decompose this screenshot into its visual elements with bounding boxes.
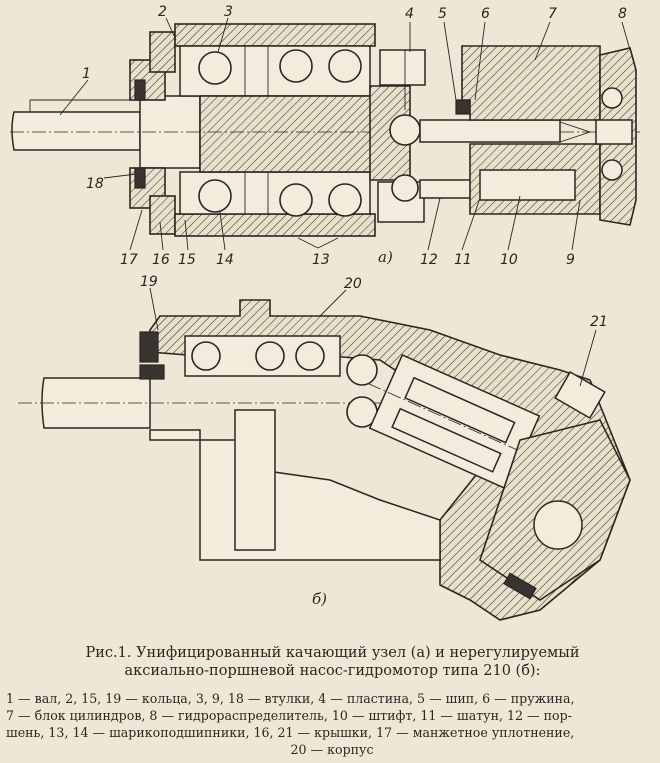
figure-legend: 1 — вал, 2, 15, 19 — кольца, 3, 9, 18 — … — [6, 690, 658, 758]
ball-bearings-b — [184, 335, 378, 428]
callout-8: 8 — [618, 6, 627, 22]
piston-assembly-b — [367, 353, 551, 491]
technical-drawing: 1 2 3 4 5 6 7 8 18 17 16 15 14 13 а) 12 … — [10, 4, 640, 621]
callout-5: 5 — [438, 6, 447, 22]
callout-6: 6 — [481, 6, 490, 22]
callout-19: 19 — [140, 274, 158, 290]
legend-line-4: 20 — корпус — [290, 742, 374, 757]
view-b-pump-motor: 19 20 21 б) — [18, 274, 631, 621]
housing-body — [149, 429, 441, 561]
legend-line-3: шень, 13, 14 — шарикоподшипники, 16, 21 … — [6, 725, 575, 740]
view-a-pumping-unit: 1 2 3 4 5 6 7 8 18 17 16 15 14 13 а) 12 … — [10, 4, 640, 268]
subfigure-b-label: б) — [312, 590, 327, 608]
callout-18: 18 — [86, 176, 104, 192]
caption-line-1: Рис.1. Унифицированный качающий узел (а)… — [85, 645, 580, 661]
leaders-a — [59, 17, 631, 251]
callout-17: 17 — [120, 252, 138, 268]
callout-12: 12 — [420, 252, 438, 268]
callout-21: 21 — [590, 314, 608, 330]
cylinder-block — [461, 45, 601, 215]
callout-9: 9 — [566, 252, 575, 268]
subfigure-a-label: а) — [378, 248, 393, 266]
callout-14: 14 — [216, 252, 234, 268]
callout-13: 13 — [312, 252, 330, 268]
callout-1: 1 — [82, 66, 91, 82]
callout-15: 15 — [178, 252, 196, 268]
legend-line-2: 7 — блок цилиндров, 8 — гидрораспределит… — [6, 708, 572, 723]
callout-3: 3 — [224, 4, 233, 20]
callout-11: 11 — [454, 252, 472, 268]
callout-10: 10 — [500, 252, 518, 268]
caption-line-2: аксиально-поршневой насос-гидромотор тип… — [124, 663, 541, 679]
callout-7: 7 — [548, 6, 557, 22]
callout-16: 16 — [152, 252, 170, 268]
cover-b — [139, 331, 631, 601]
callout-4: 4 — [405, 6, 414, 22]
front-cover — [129, 31, 176, 235]
callout-20: 20 — [344, 276, 362, 292]
ball-bearings-13-14 — [198, 46, 362, 217]
callout-2: 2 — [158, 4, 167, 20]
figure-caption: Рис.1. Унифицированный качающий узел (а)… — [10, 644, 655, 680]
distributor — [595, 47, 637, 226]
legend-line-1: 1 — вал, 2, 15, 19 — кольца, 3, 9, 18 — … — [6, 691, 575, 706]
